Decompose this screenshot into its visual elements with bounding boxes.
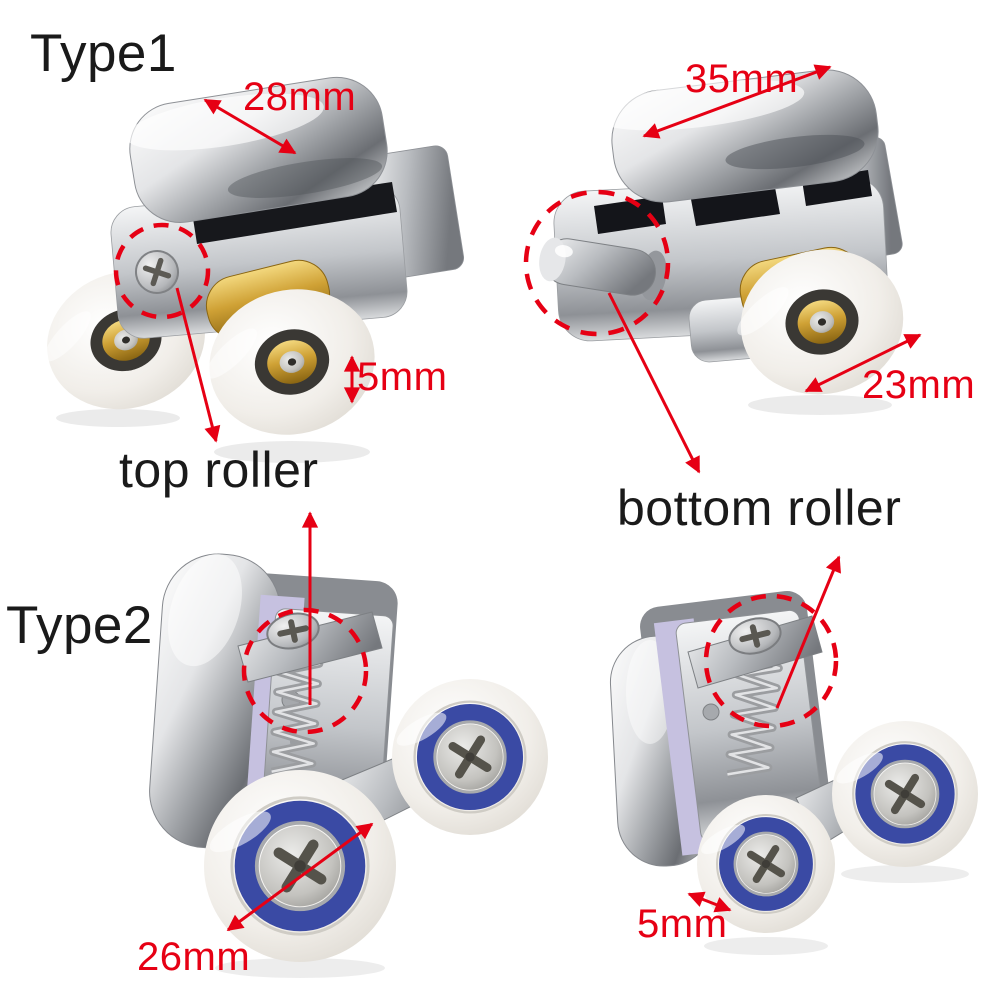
wheel-shadow <box>841 865 969 883</box>
wheel-shadow <box>704 937 828 955</box>
annotation-layer <box>113 64 922 932</box>
cap-highlight <box>168 553 242 667</box>
measurement-28mm: 28mm <box>243 75 357 119</box>
rivet <box>702 703 720 721</box>
axle-pin <box>539 237 667 301</box>
bottom-roller-callout: bottom roller <box>617 480 902 536</box>
pointer-arrow-top-roller <box>175 287 221 443</box>
dashed-circle-type2-left-spring <box>241 607 369 735</box>
lower-wheel <box>204 770 396 962</box>
type1-right-roller-photo <box>539 69 917 415</box>
pointer-arrow-type2-right <box>775 555 841 709</box>
top-roller-callout: top roller <box>119 442 319 498</box>
wheel-shadow <box>215 958 385 978</box>
type2-right-roller-photo <box>609 590 978 955</box>
dashed-circle-type1-pin <box>523 189 671 337</box>
dimension-arrow-28mm <box>203 98 297 155</box>
glass-slot <box>192 182 397 244</box>
type1-section-label: Type1 <box>30 24 177 83</box>
wheel-shadow <box>748 395 892 415</box>
right-wheel <box>832 721 978 867</box>
measurement-5mm-bottom: 5mm <box>637 902 728 946</box>
cap-reflection <box>227 158 383 198</box>
cap-reflection <box>725 134 865 170</box>
type2-section-label: Type2 <box>6 596 153 655</box>
wheel-shadow <box>56 409 180 427</box>
measurement-35mm: 35mm <box>685 57 799 101</box>
wheel-shadow <box>214 441 370 463</box>
dimension-arrow-26mm <box>226 822 374 932</box>
measurement-23mm: 23mm <box>862 363 976 407</box>
type1-left-roller-photo <box>20 76 465 463</box>
dashed-circle-type1-screw <box>113 222 211 320</box>
pointer-arrow-bottom-roller <box>607 292 701 474</box>
phillips-screw <box>135 250 179 294</box>
measurement-26mm: 26mm <box>137 935 251 979</box>
dashed-circle-type2-right-spring <box>703 593 839 729</box>
glass-slot <box>594 196 666 234</box>
measurement-5mm-top: 5mm <box>357 355 448 399</box>
type2-left-roller-photo <box>149 553 548 978</box>
upper-wheel <box>392 679 548 835</box>
dimension-arrow-5mm-bottom <box>687 891 732 913</box>
dimension-arrow-23mm <box>804 333 922 393</box>
dimension-arrow-35mm <box>642 64 832 139</box>
